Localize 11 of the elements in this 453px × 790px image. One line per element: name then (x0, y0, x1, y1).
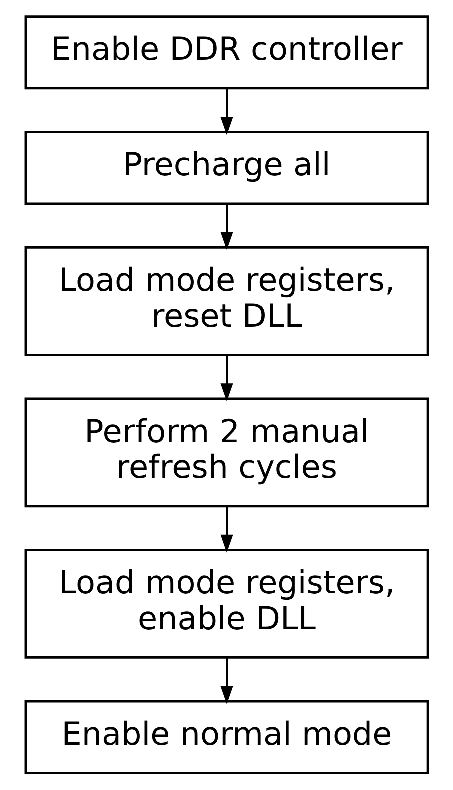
node-box: Perform 2 manual refresh cycles (24, 398, 429, 508)
arrow (220, 658, 233, 704)
arrow (220, 88, 233, 136)
arrow (220, 204, 233, 250)
node-box: Precharge all (24, 131, 429, 206)
node-box: Enable DDR controller (24, 16, 429, 90)
node-box: Enable normal mode (24, 700, 429, 774)
arrow (220, 507, 233, 553)
arrow (220, 356, 233, 402)
node-box: Load mode registers, enable DLL (24, 549, 429, 659)
node-box: Load mode registers, reset DLL (24, 246, 429, 356)
